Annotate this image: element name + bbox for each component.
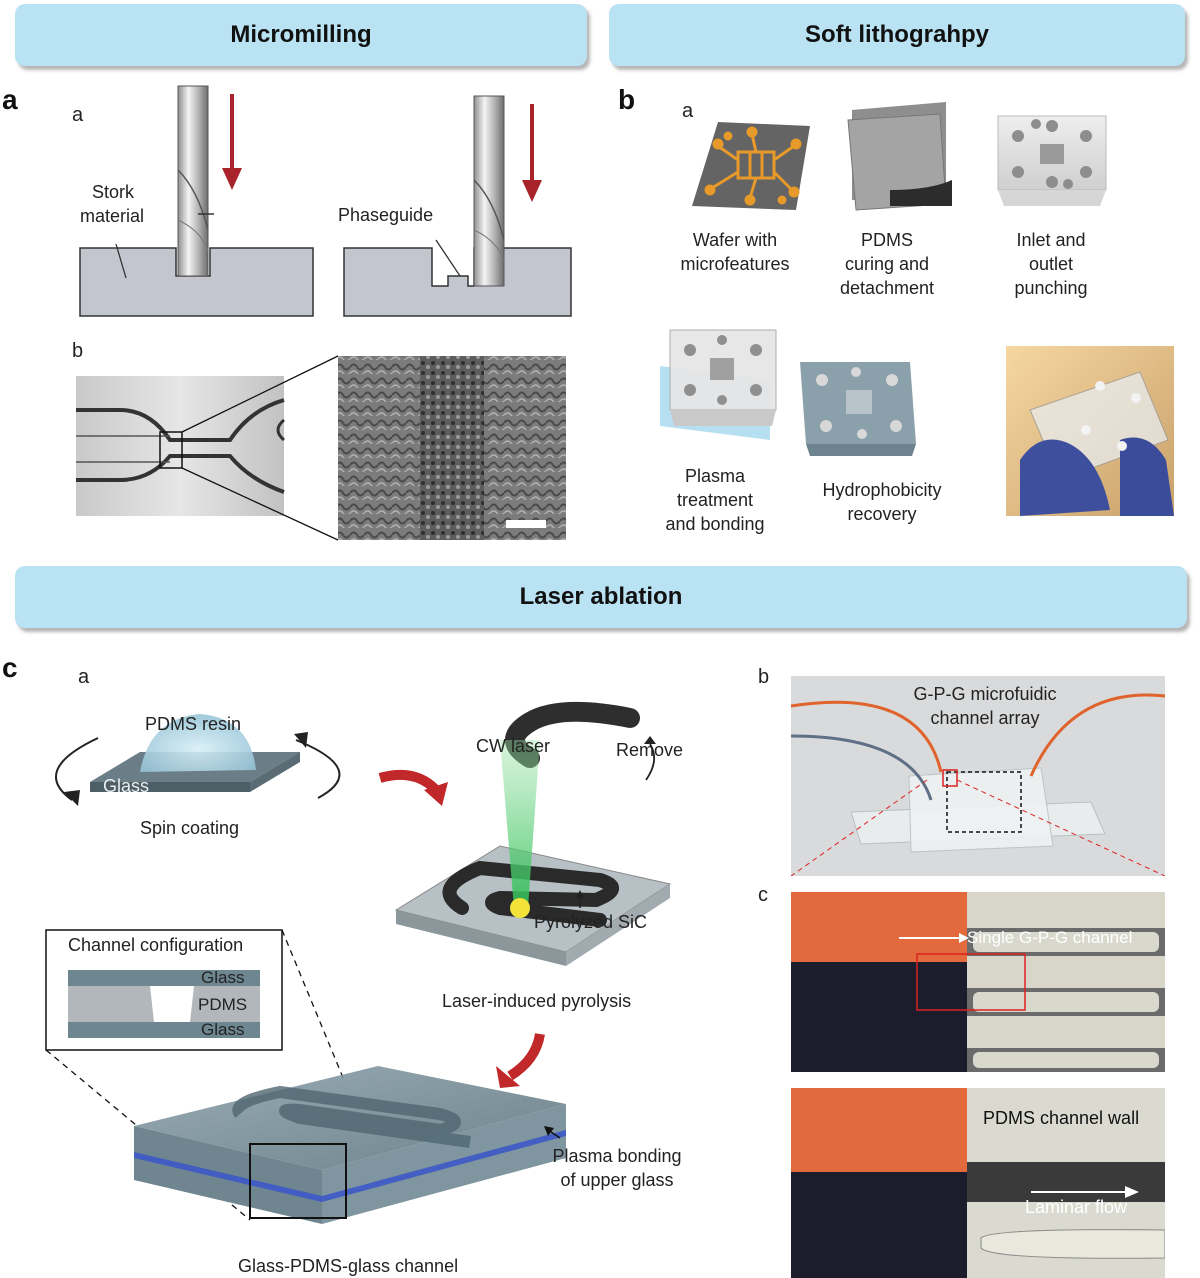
- caption-line: recovery: [847, 504, 917, 524]
- panel-c-label: c: [2, 652, 18, 683]
- step-punching-caption: Inlet and outlet punching: [976, 228, 1126, 300]
- laser-ablation-diagram: [45, 701, 672, 1224]
- remove-label: Remove: [616, 740, 684, 760]
- laminar-flow-label: Laminar flow: [1025, 1197, 1128, 1217]
- panel-c-sub-b: b: [758, 666, 770, 688]
- pyrolyzed-sic-label: Pyrolyzed SiC: [534, 912, 648, 932]
- panel-c-sub-c: c: [758, 884, 768, 906]
- laser-pyrolysis-label: Laser-induced pyrolysis: [442, 991, 632, 1011]
- banner-laser-ablation-text: Laser ablation: [519, 583, 683, 610]
- caption-line: channel array: [930, 708, 1040, 728]
- banner-micromilling-text: Micromilling: [230, 21, 372, 48]
- banner-laser-ablation: Laser ablation: [15, 566, 1187, 628]
- panel-a-sub-b: b: [72, 340, 84, 362]
- caption-line: Inlet and: [1016, 230, 1086, 250]
- banner-soft-lithography: Soft lithograhpy: [609, 4, 1185, 66]
- panel-b-sub-a: a: [682, 100, 694, 122]
- layer-glass-bottom: Glass: [201, 1020, 245, 1039]
- phaseguide-label: Phaseguide: [338, 205, 434, 225]
- caption-line: Plasma bonding: [552, 1146, 682, 1166]
- caption-line: punching: [1014, 278, 1088, 298]
- step-hydrophobicity-caption: Hydrophobicity recovery: [800, 478, 964, 526]
- channel-micrograph: [791, 892, 1165, 1072]
- caption-line: outlet: [1028, 254, 1074, 274]
- panel-c-sub-a: a: [78, 666, 90, 688]
- stork-label-line1: Stork: [92, 182, 135, 202]
- laminar-flow-micrograph: [791, 1088, 1165, 1278]
- caption-line: PDMS: [860, 230, 913, 250]
- caption-line: Hydrophobicity: [822, 480, 942, 500]
- caption-line: Plasma: [684, 466, 746, 486]
- cw-laser-label: CW laser: [476, 736, 551, 756]
- caption-line: Wafer with: [692, 230, 778, 250]
- caption-line: detachment: [839, 278, 935, 298]
- caption-line: treatment: [676, 490, 754, 510]
- step-wafer-caption: Wafer with microfeatures: [660, 228, 810, 276]
- panel-b-label: b: [618, 84, 636, 115]
- channel-array-photo: [791, 676, 1165, 876]
- layer-pdms: PDMS: [198, 995, 248, 1014]
- banner-micromilling: Micromilling: [15, 4, 587, 66]
- soft-lithography-diagram: [660, 102, 1174, 516]
- panel-a-sub-a: a: [72, 104, 84, 126]
- caption-line: G-P-G microfuidic: [913, 684, 1057, 704]
- caption-line: and bonding: [665, 514, 765, 534]
- spin-coating-label: Spin coating: [140, 818, 240, 838]
- plasma-bonding-label: Plasma bonding of upper glass: [536, 1144, 698, 1192]
- step-plasma-caption: Plasma treatment and bonding: [640, 464, 790, 536]
- gpg-channel-label: Glass-PDMS-glass channel: [238, 1256, 459, 1276]
- channel-wall-label: PDMS channel wall: [983, 1108, 1140, 1128]
- array-label: G-P-G microfuidic channel array: [872, 682, 1098, 730]
- caption-line: microfeatures: [680, 254, 790, 274]
- caption-line: curing and: [844, 254, 930, 274]
- single-channel-label: Single G-P-G channel: [967, 928, 1133, 947]
- pdms-resin-label: PDMS resin: [145, 714, 242, 734]
- panel-a-label: a: [2, 84, 18, 115]
- glass-label: Glass: [103, 776, 150, 796]
- micromilling-diagram: [76, 85, 572, 541]
- caption-line: of upper glass: [560, 1170, 674, 1190]
- stork-label-line2: material: [80, 206, 145, 226]
- channel-config-title: Channel configuration: [68, 935, 244, 955]
- step-pdms-caption: PDMS curing and detachment: [812, 228, 962, 300]
- layer-glass-top: Glass: [201, 968, 245, 987]
- banner-soft-lithography-text: Soft lithograhpy: [805, 21, 989, 48]
